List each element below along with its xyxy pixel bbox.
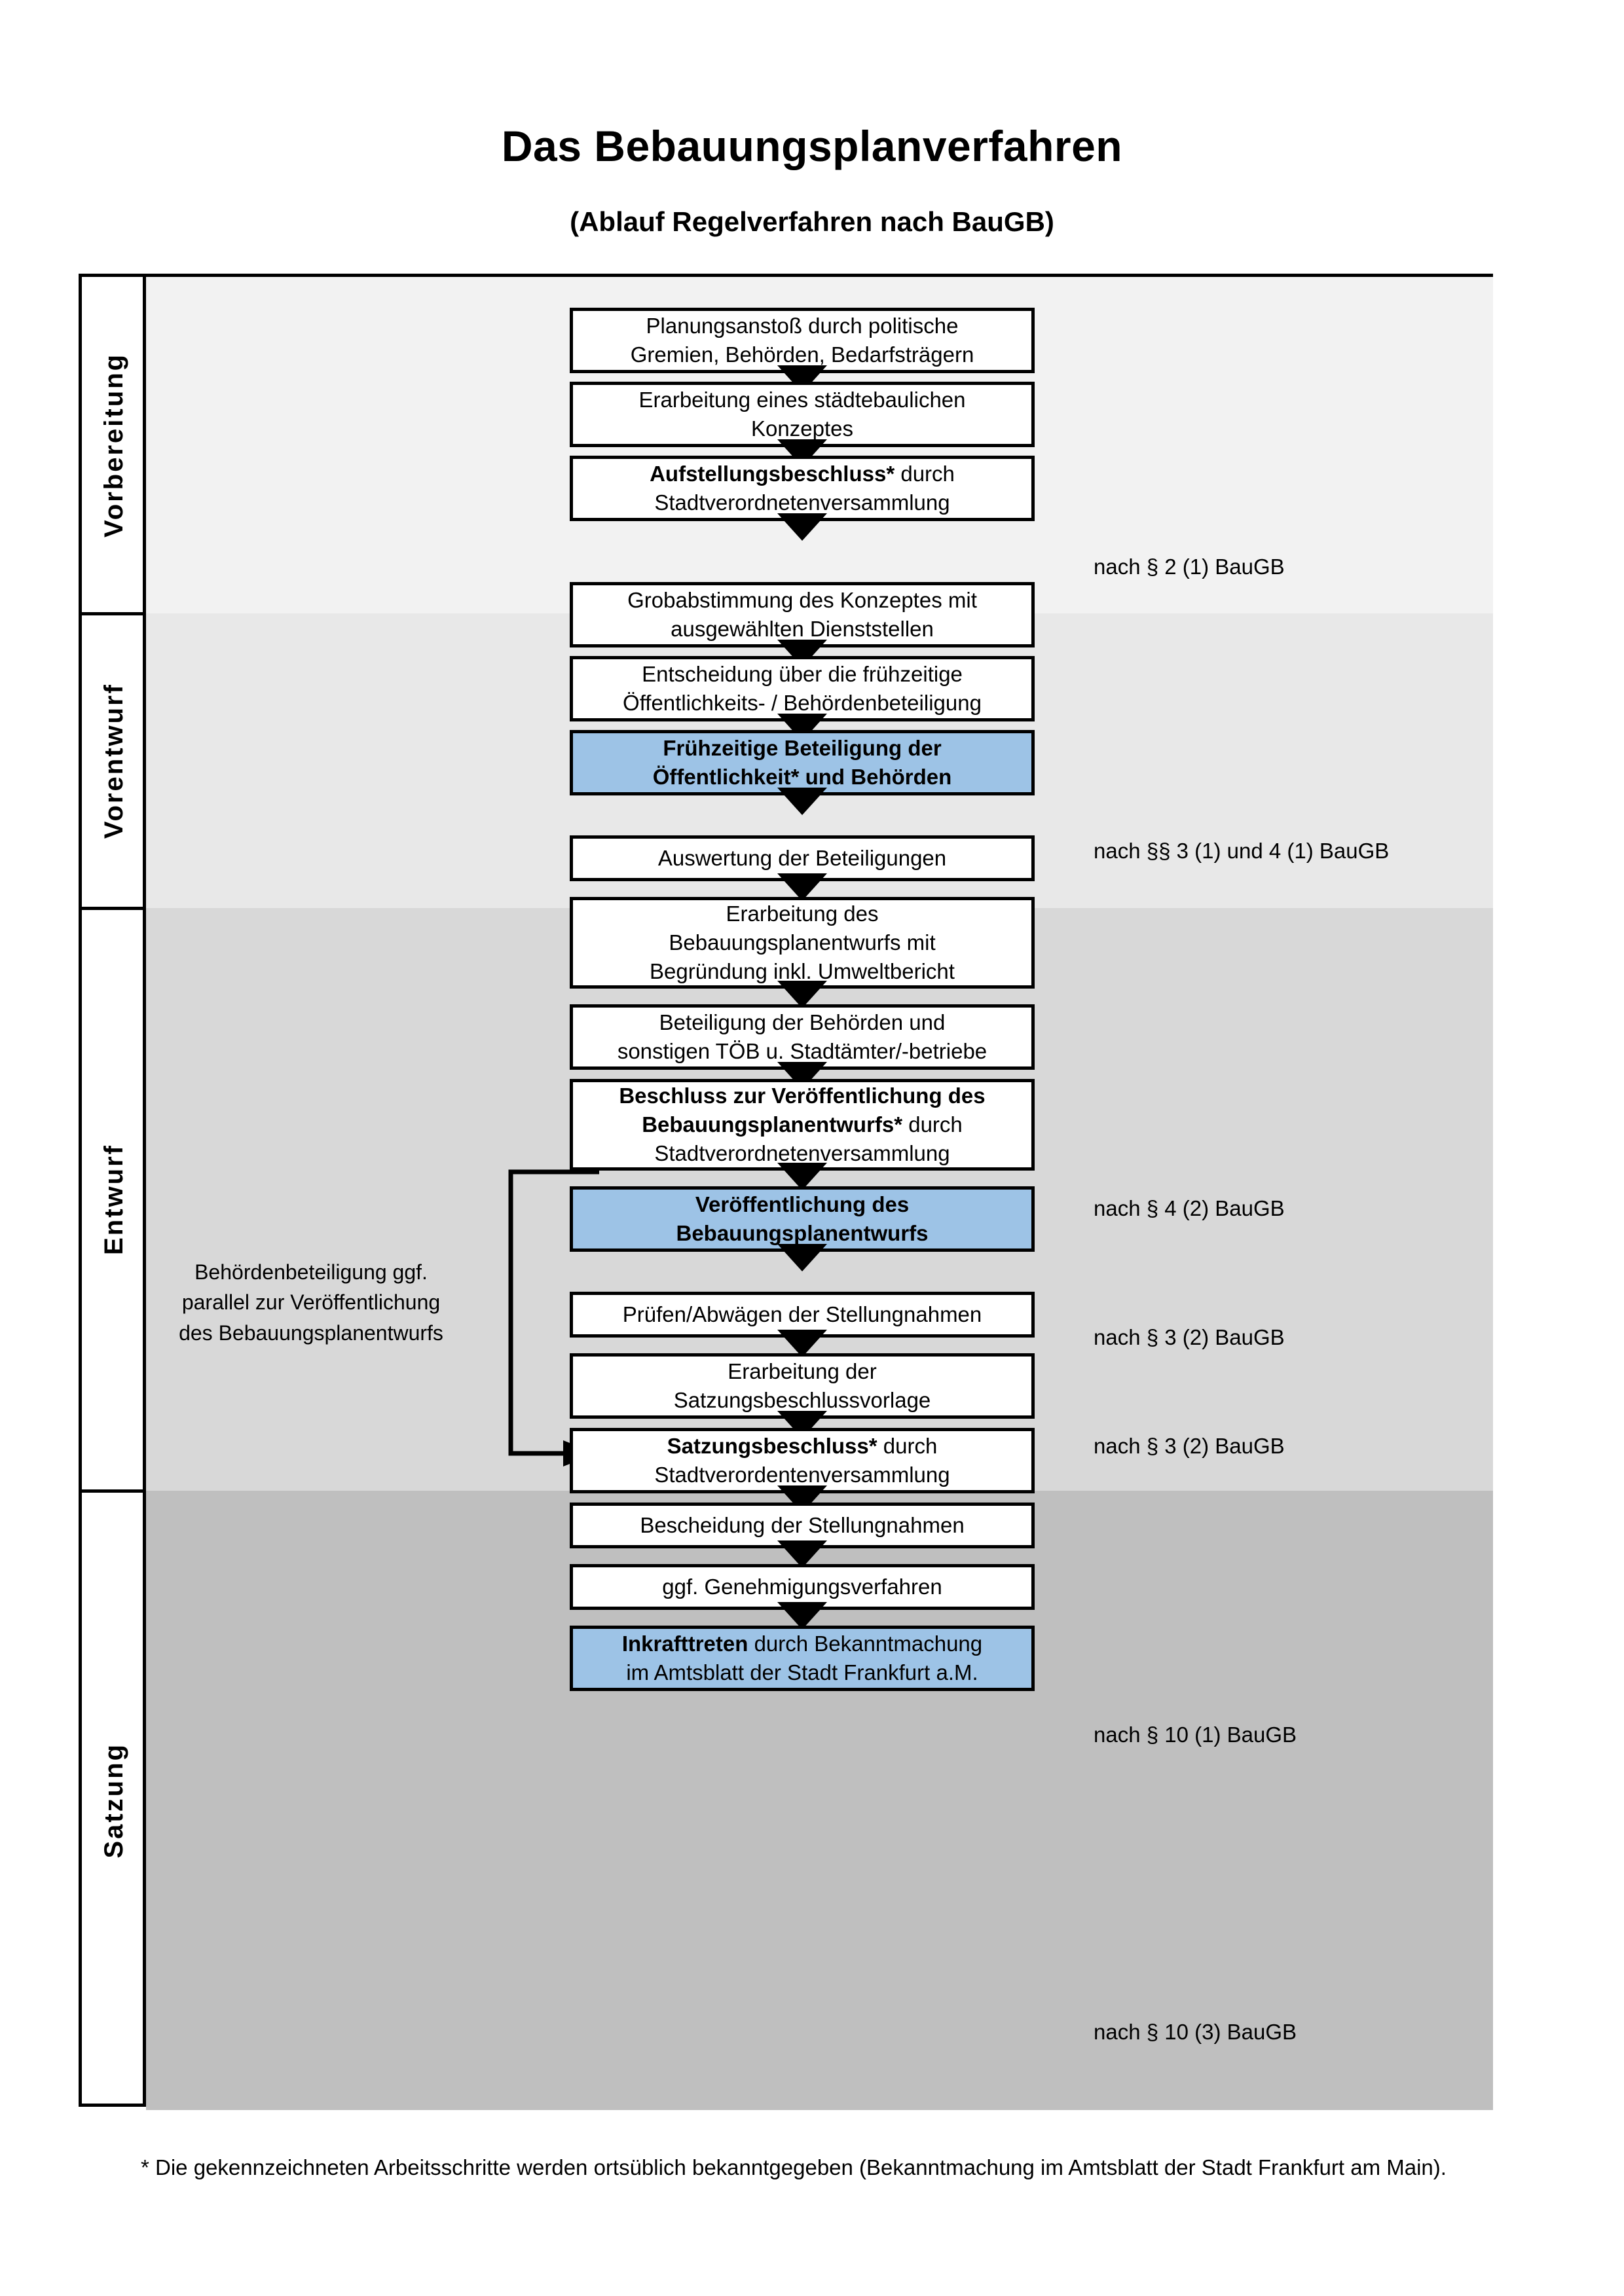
page-title: Das Bebauungsplanverfahren (501, 122, 1123, 170)
flow-node-line: Gremien, Behörden, Bedarfsträgern (630, 342, 974, 367)
phase-divider (82, 907, 146, 910)
flow-arrow-down (777, 788, 827, 815)
flow-node-line: Öffentlichkeits- / Behördenbeteiligung (623, 691, 982, 715)
flow-arrow-down (777, 1244, 827, 1271)
ref-beteiligung-behoerden: nach § 4 (2) BauGB (1094, 1196, 1285, 1220)
flowchart-frame: Vorbereitung Vorentwurf Entwurf Satzung … (79, 274, 1493, 2110)
flow-arrow-down (777, 1330, 827, 1357)
page-subtitle: (Ablauf Regelverfahren nach BauGB) (570, 206, 1054, 237)
flow-node-line: ggf. Genehmigungsverfahren (662, 1574, 942, 1599)
flow-node-line: Frühzeitige Beteiligung der (663, 735, 942, 760)
side-note-line: Bebauungsplanentwurfs (218, 1321, 443, 1345)
flow-node-grobabstimmung[interactable]: Grobabstimmung des Konzeptes mit ausgewäh… (570, 582, 1035, 647)
ref-inkrafttreten: nach § 10 (3) BauGB (1094, 2020, 1297, 2044)
flow-node-line: Veröffentlichung des (695, 1192, 910, 1216)
flow-arrow-down (777, 513, 827, 541)
phase-label-entwurf: Entwurf (82, 908, 146, 1491)
flow-arrow-down (777, 981, 827, 1008)
flow-node-line: ausgewählten Dienststellen (671, 617, 934, 641)
flow-node-line: Öffentlichkeit* und Behörden (652, 765, 952, 789)
flow-arrow-down (777, 873, 827, 901)
ref-beschluss: nach § 3 (2) BauGB (1094, 1325, 1285, 1349)
phase-label-text: Vorentwurf (99, 682, 128, 839)
side-note-line: ggf. parallel zur (181, 1260, 428, 1315)
flow-node-line: Stadtverordnetenversammlung (654, 1141, 950, 1166)
flow-node-line: Erarbeitung des (726, 901, 879, 926)
phase-label-text: Vorbereitung (99, 353, 128, 538)
phase-label-vorentwurf: Vorentwurf (82, 613, 146, 908)
ref-veroeffentlichung: nach § 3 (2) BauGB (1094, 1434, 1285, 1458)
flow-node-line: Bescheidung der Stellungnahmen (640, 1512, 965, 1537)
side-note-parallel-beteiligung: Behördenbeteiligung ggf. parallel zur Ve… (170, 1257, 452, 1348)
flow-node-line: Erarbeitung der (728, 1358, 877, 1383)
flow-node-line: im Amtsblatt der Stadt Frankfurt a.M. (626, 1660, 978, 1685)
side-note-line: Behördenbeteiligung (194, 1260, 387, 1284)
flow-node-beteiligung-behoerden[interactable]: Beteiligung der Behörden und sonstigen TÖ… (570, 1004, 1035, 1070)
ref-satzungsbeschluss: nach § 10 (1) BauGB (1094, 1722, 1297, 1747)
phase-label-text: Entwurf (99, 1144, 128, 1255)
flow-arrow-down (777, 1602, 827, 1630)
phase-divider (82, 612, 146, 615)
ref-aufstellungsbeschluss: nach § 2 (1) BauGB (1094, 555, 1285, 579)
flow-node-line: Inkrafttreten durch Bekanntmachung (621, 1631, 983, 1656)
flow-node-line: Beschluss zur Veröffentlichung des (619, 1083, 986, 1108)
flow-node-line: Auswertung der Beteiligungen (657, 845, 947, 870)
flow-node-line: Grobabstimmung des Konzeptes mit (627, 587, 977, 612)
flow-node-line: Satzungsbeschluss* durch (667, 1433, 938, 1458)
flow-node-line: Planungsanstoß durch politische (646, 313, 959, 338)
flow-node-line: Prüfen/Abwägen der Stellungnahmen (622, 1302, 982, 1326)
flow-node-line: Begründung inkl. Umweltbericht (650, 959, 955, 984)
flow-node-line: Beteiligung der Behörden und (659, 1010, 946, 1034)
phase-label-text: Satzung (99, 1742, 128, 1859)
flow-node-line: Erarbeitung eines städtebaulichen (638, 387, 966, 412)
flow-node-line: Aufstellungsbeschluss* durch (650, 461, 955, 486)
flow-node-line: Entscheidung über die frühzeitige (642, 661, 963, 686)
flow-node-line: Konzeptes (751, 416, 853, 441)
flow-node-line: Bebauungsplanentwurfs mit (669, 930, 936, 955)
flow-node-line: Satzungsbeschlussvorlage (673, 1388, 931, 1412)
ref-fruehzeitige: nach §§ 3 (1) und 4 (1) BauGB (1094, 839, 1390, 863)
flow-node-inkrafttreten[interactable]: Inkrafttreten durch Bekanntmachung im Amt… (570, 1626, 1035, 1691)
flow-node-line: Stadtverordnetenversammlung (654, 490, 950, 515)
flow-arrow-down (777, 1540, 827, 1568)
footnote: * Die gekennzeichneten Arbeitsschritte w… (141, 2155, 1447, 2179)
flow-node-line: sonstigen TÖB u. Stadtämter/-betriebe (617, 1039, 987, 1063)
phase-label-satzung: Satzung (82, 1491, 146, 2110)
flow-arrow-down (777, 1163, 827, 1190)
flow-node-line: Bebauungsplanentwurfs (676, 1221, 929, 1245)
phase-label-vorbereitung: Vorbereitung (82, 277, 146, 613)
phase-label-column: Vorbereitung Vorentwurf Entwurf Satzung (82, 277, 146, 2104)
side-note-line: Veröffentlichung des (179, 1290, 441, 1345)
phase-divider (82, 1489, 146, 1493)
flow-node-line: Stadtverordentenversammlung (654, 1463, 950, 1487)
flow-node-line: Bebauungsplanentwurfs* durch (642, 1112, 963, 1137)
